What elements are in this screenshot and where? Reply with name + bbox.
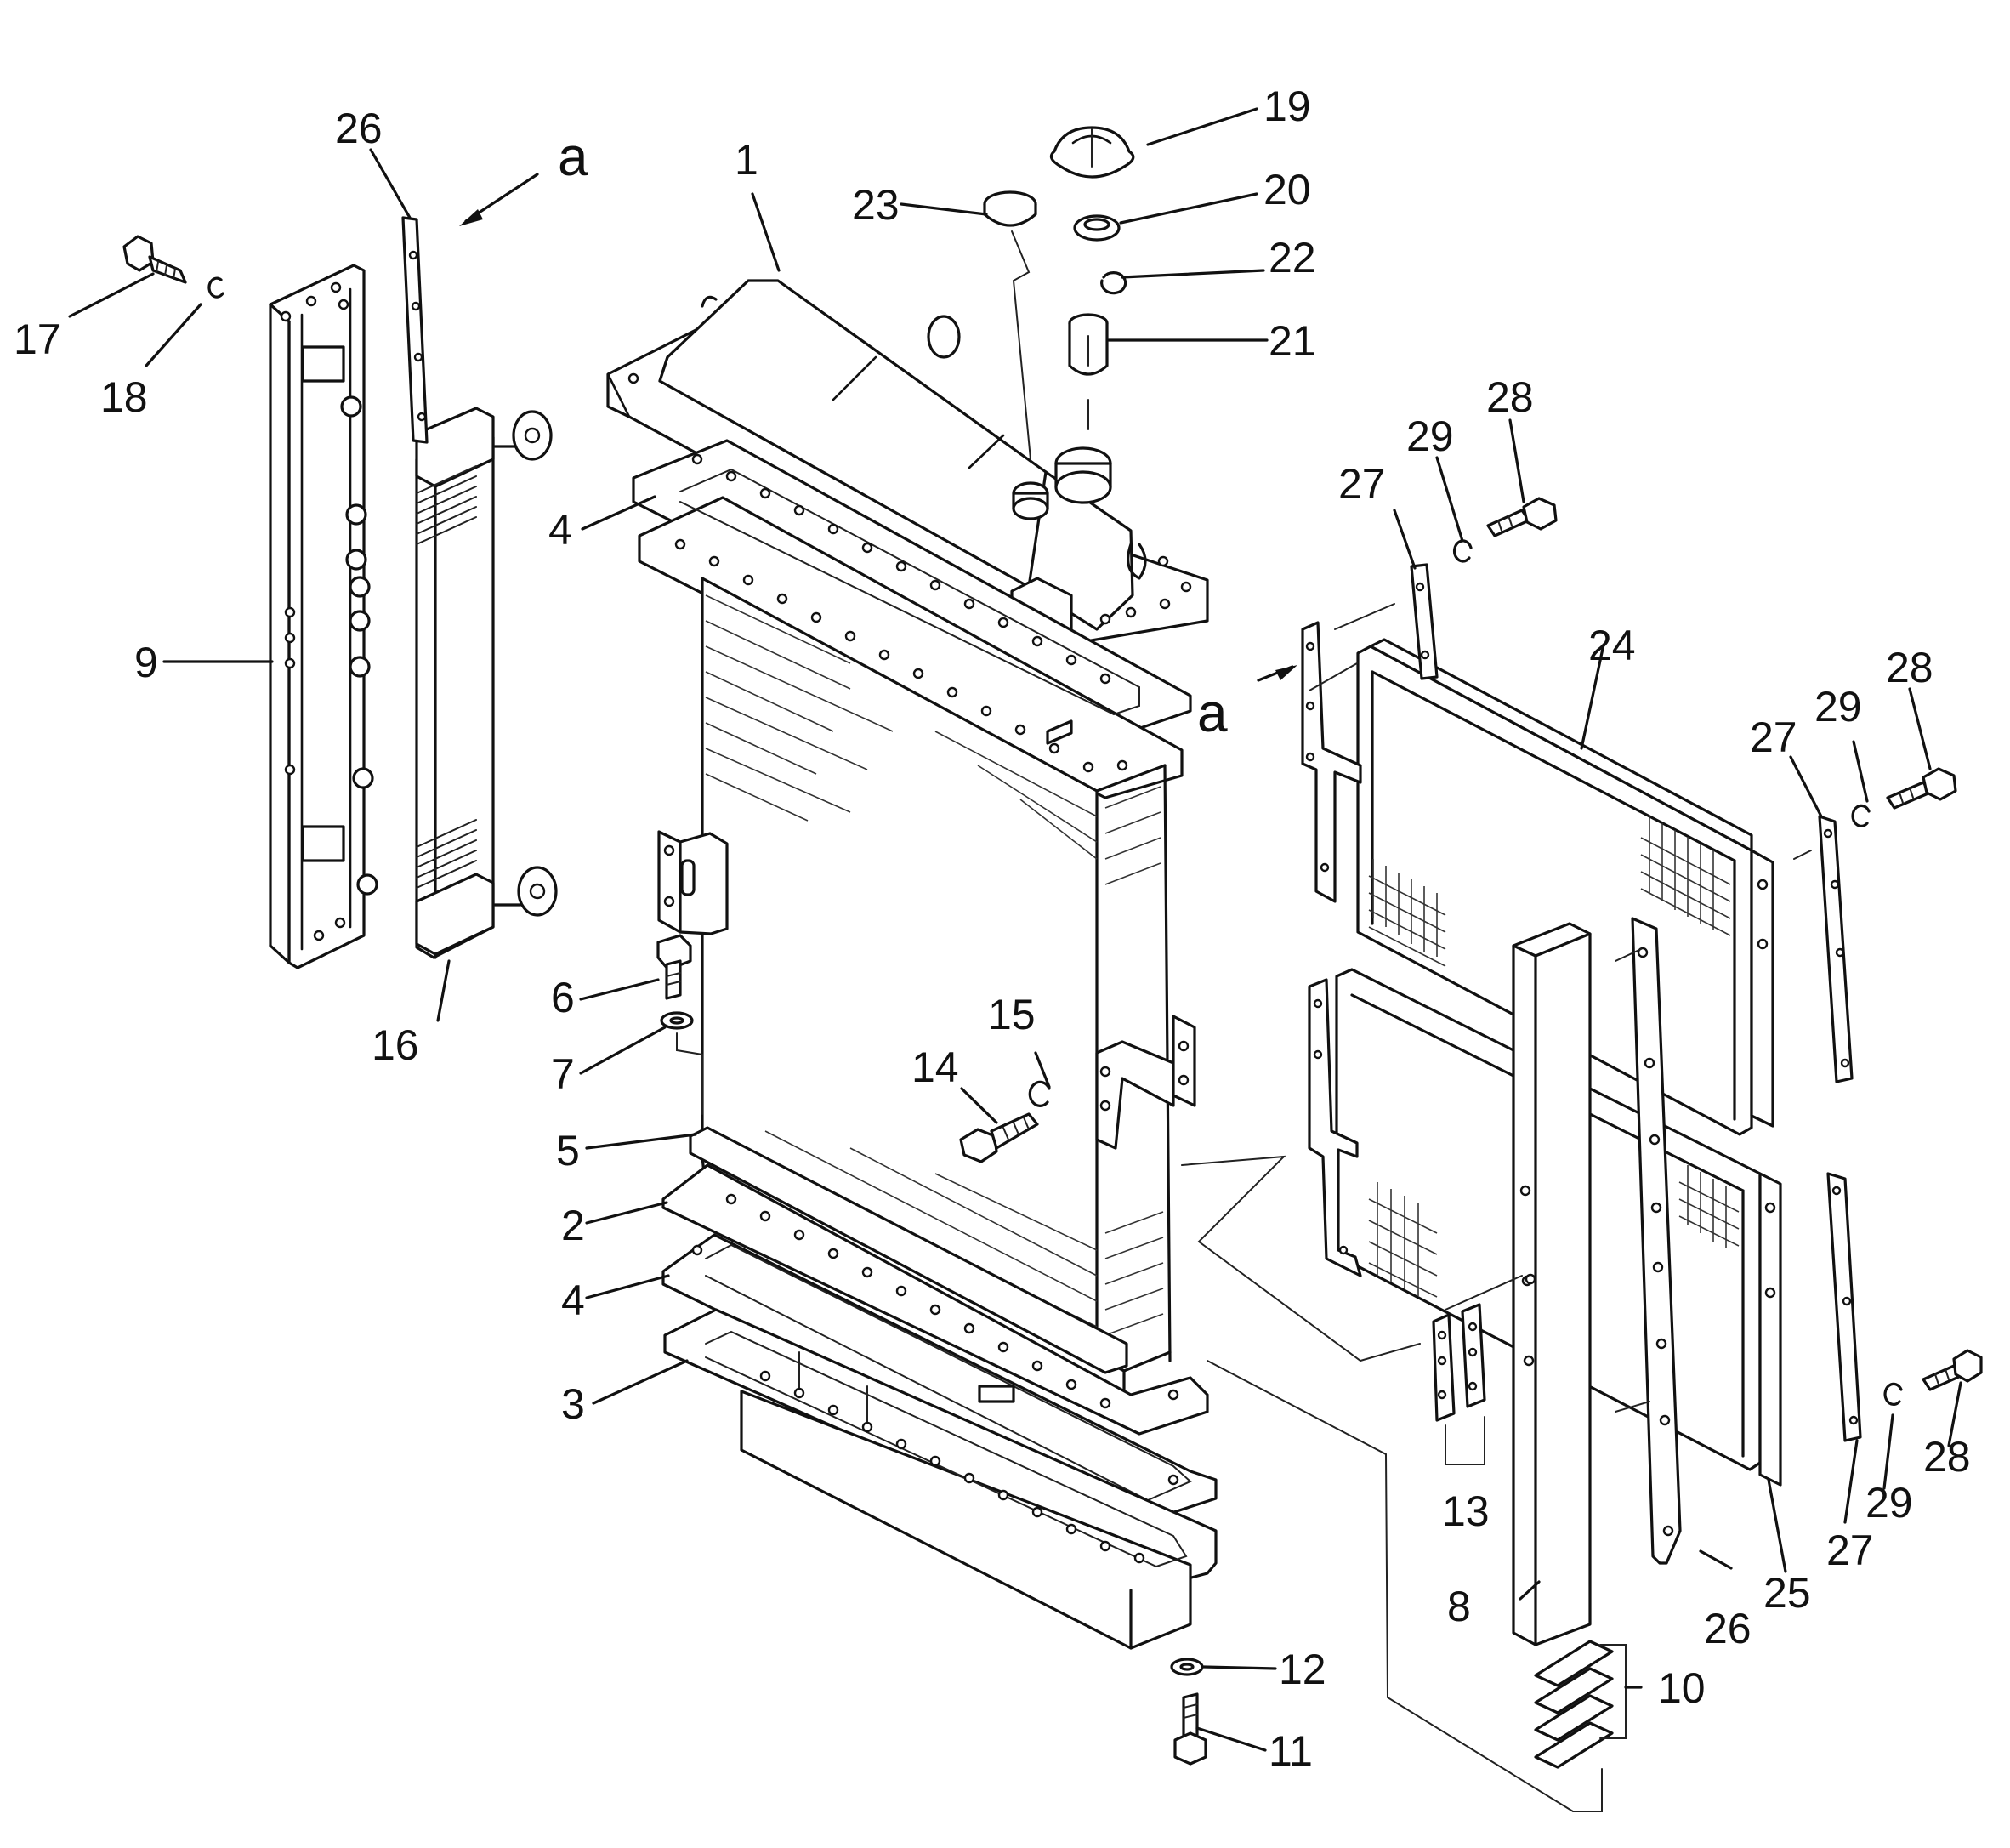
strip-part-26-right <box>1631 917 1682 1565</box>
callout-19: 19 <box>1263 82 1311 130</box>
callout-12: 12 <box>1279 1646 1326 1693</box>
washer-part-29-top <box>1452 539 1473 563</box>
callout-28-top: 28 <box>1486 373 1534 421</box>
callout-29-mid: 29 <box>1814 683 1862 731</box>
bolt-part-28-low <box>1922 1349 1983 1391</box>
filler-neck-part-21 <box>1068 313 1109 430</box>
bolt-part-14 <box>959 1112 1039 1163</box>
callout-leaders <box>68 107 1962 1752</box>
view-arrow-a-left <box>459 173 539 226</box>
callout-26-bottom: 26 <box>1704 1605 1752 1652</box>
callout-23: 23 <box>852 181 900 229</box>
callout-2: 2 <box>561 1202 585 1249</box>
callout-26-top: 26 <box>335 105 383 152</box>
gasket-holes <box>674 453 1128 773</box>
shims-part-10 <box>1534 1640 1627 1769</box>
callout-28-mid: 28 <box>1886 644 1933 691</box>
callout-24: 24 <box>1588 622 1636 669</box>
frame-nuts <box>340 395 378 896</box>
callout-1: 1 <box>735 136 758 184</box>
gasket-part-20 <box>1073 214 1121 242</box>
bolt-part-6 <box>656 934 692 1000</box>
callout-8: 8 <box>1447 1583 1471 1630</box>
callout-5: 5 <box>556 1127 580 1174</box>
gasket-part-2 <box>661 1163 1209 1436</box>
callout-29-bottom: 29 <box>1865 1479 1913 1527</box>
screen-bracket-lower <box>1308 978 1362 1277</box>
callout-25: 25 <box>1763 1569 1811 1617</box>
callout-labels: 1 2 3 4 4 5 6 7 8 9 10 11 12 13 14 15 16… <box>14 82 1971 1775</box>
bolt-part-28-mid <box>1886 767 1957 810</box>
core-fins <box>705 594 1164 1353</box>
bottom-tank-part-3 <box>663 1308 1218 1650</box>
view-marker-a-left: a <box>558 126 588 187</box>
tank-holes <box>759 1370 1145 1564</box>
plates-part-13 <box>1432 1303 1486 1465</box>
strip-part-27-mid <box>1818 815 1854 1083</box>
callout-27-bottom: 27 <box>1826 1527 1874 1574</box>
callout-18: 18 <box>100 373 148 421</box>
callout-27-mid: 27 <box>1750 714 1797 761</box>
assembly-guide-lines <box>1181 603 1812 1812</box>
view-arrow-a-right <box>1257 665 1297 682</box>
screen-mesh <box>1368 816 1731 967</box>
callout-17: 17 <box>14 316 61 363</box>
callout-11: 11 <box>1269 1727 1313 1775</box>
callout-29-top: 29 <box>1406 412 1454 460</box>
top-tank-part-1 <box>606 279 1209 648</box>
bolt-part-28-top <box>1486 497 1558 537</box>
screen-mesh-lower <box>1368 1165 1740 1298</box>
callout-7: 7 <box>551 1050 575 1098</box>
washer-part-29-low <box>1883 1382 1903 1406</box>
column-part-8 <box>1512 922 1592 1646</box>
callout-4-top: 4 <box>548 506 572 554</box>
callout-4-bottom: 4 <box>561 1277 585 1324</box>
oil-cooler-part-16 <box>415 407 558 959</box>
gasket-part-4-top <box>632 439 1192 799</box>
clip-part-22 <box>1100 271 1127 295</box>
bolt-part-11 <box>1173 1692 1207 1766</box>
callout-15: 15 <box>988 991 1036 1038</box>
strip-part-26-left <box>401 216 429 444</box>
washer-part-15 <box>1028 1080 1051 1107</box>
gasket-part-5 <box>689 1126 1128 1374</box>
callout-13: 13 <box>1442 1487 1490 1535</box>
callout-6: 6 <box>551 974 575 1021</box>
cap-part-19 <box>1049 126 1135 179</box>
washer-part-18 <box>207 276 224 299</box>
callout-21: 21 <box>1269 317 1316 365</box>
callout-20: 20 <box>1263 166 1311 213</box>
washer-part-29-mid <box>1851 804 1871 827</box>
callout-28-bottom: 28 <box>1923 1433 1971 1481</box>
strip-part-27-low <box>1826 1172 1862 1442</box>
washer-part-12 <box>1170 1658 1204 1676</box>
callout-27-top: 27 <box>1338 460 1386 508</box>
side-frame-part-9 <box>269 264 378 969</box>
core-bracket-right <box>1095 1015 1196 1150</box>
screen-bracket-upper <box>1301 621 1362 903</box>
callout-14: 14 <box>911 1043 959 1091</box>
strip-part-27-top <box>1410 563 1439 680</box>
washer-part-7 <box>660 1011 703 1115</box>
cap-part-23 <box>983 190 1037 460</box>
callout-22: 22 <box>1269 234 1316 281</box>
callout-3: 3 <box>561 1380 585 1428</box>
callout-16: 16 <box>372 1021 419 1069</box>
view-marker-a-right: a <box>1197 682 1228 743</box>
frame-holes <box>280 281 349 941</box>
callout-10: 10 <box>1658 1664 1706 1712</box>
callout-9: 9 <box>134 639 158 686</box>
bolt-part-17 <box>122 235 187 284</box>
core-bracket-left <box>657 830 729 935</box>
